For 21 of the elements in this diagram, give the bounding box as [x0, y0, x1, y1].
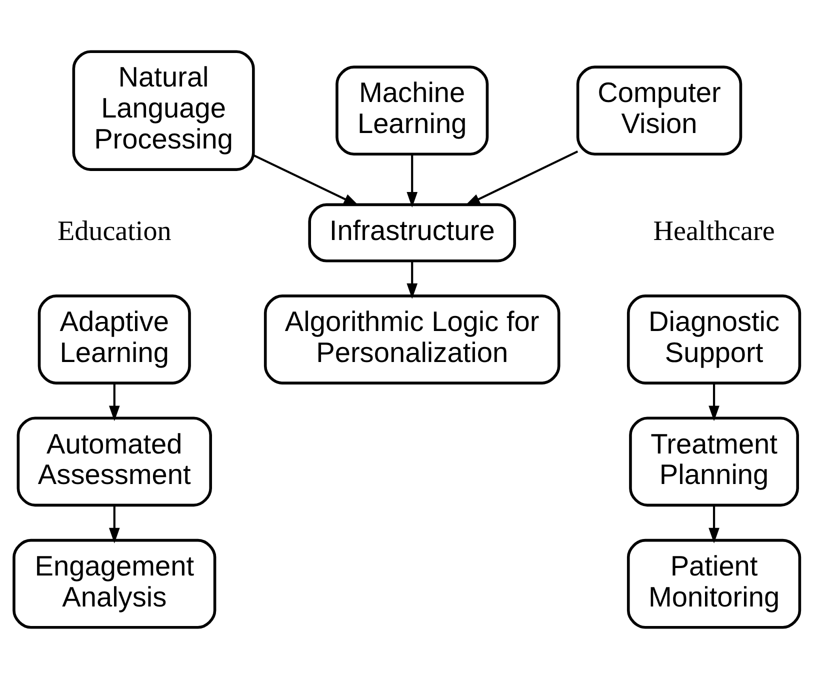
node-box: Machine Learning: [336, 66, 489, 156]
node-box: Natural Language Processing: [72, 50, 255, 171]
node-box: Computer Vision: [576, 66, 742, 156]
arrow: [108, 506, 120, 544]
node-box: Diagnostic Support: [626, 294, 802, 384]
node-box: Automated Assessment: [16, 416, 212, 507]
label: Education: [57, 216, 172, 247]
arrow: [253, 154, 360, 206]
arrow: [708, 506, 720, 544]
arrow: [406, 260, 418, 299]
arrow: [108, 383, 120, 422]
label: Healthcare: [653, 216, 775, 247]
node-box: Treatment Planning: [629, 416, 799, 507]
node-box: Patient Monitoring: [626, 538, 802, 629]
arrow: [708, 383, 720, 422]
node-box: Engagement Analysis: [12, 538, 216, 629]
node-box: Adaptive Learning: [38, 294, 191, 384]
node-box: Algorithmic Logic for Personalization: [264, 294, 560, 384]
node-box: Infrastructure: [308, 203, 516, 262]
arrow: [464, 150, 578, 206]
arrow: [406, 154, 418, 208]
